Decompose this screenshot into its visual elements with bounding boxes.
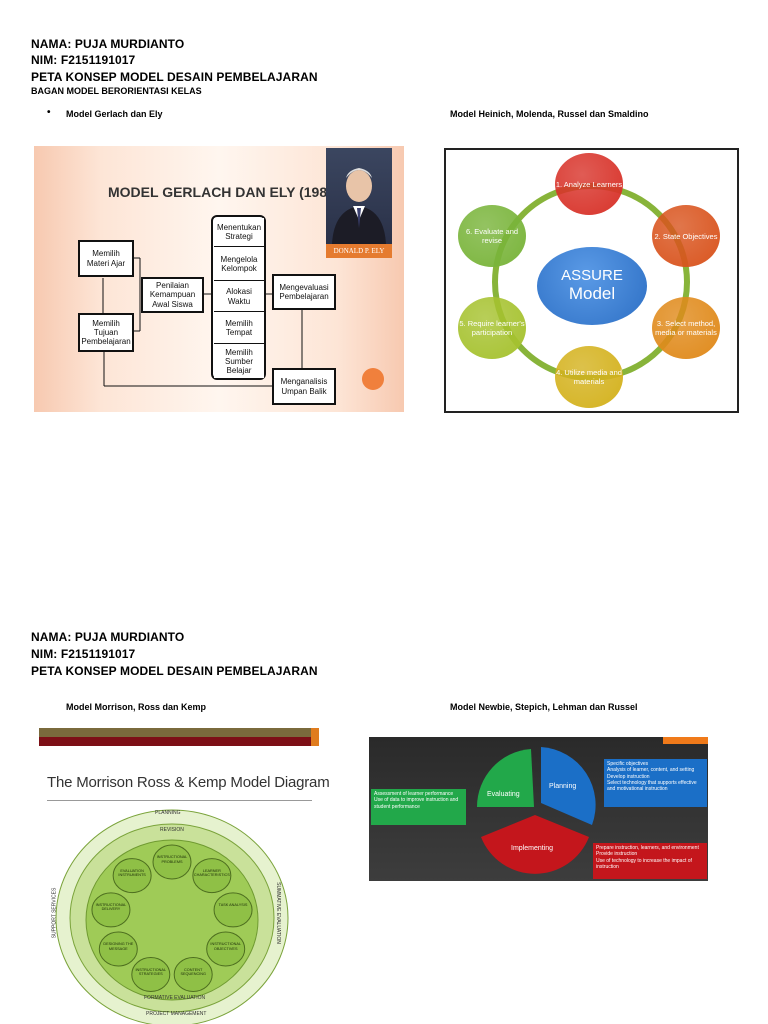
label-planning: PLANNING: [155, 810, 181, 816]
box-memilih-materi: Memilih Materi Ajar: [78, 240, 134, 277]
label-revision: REVISION: [160, 827, 184, 833]
page-title-2: PETA KONSEP MODEL DESAIN PEMBELAJARAN: [31, 664, 318, 678]
assure-center: ASSURE Model: [537, 247, 647, 325]
student-name-2: NAMA: PUJA MURDIANTO: [31, 630, 185, 644]
label-support: SUPPORT SERVICES: [51, 887, 58, 939]
box-sumber: Memilih Sumber Belajar: [214, 345, 264, 378]
gerlach-title: MODEL GERLACH DAN ELY (1980): [108, 184, 340, 200]
impl-note-1: Prepare instruction, learners, and envir…: [596, 845, 699, 851]
newbie-cycle: [476, 747, 596, 874]
newbie-accent-bar: [663, 737, 708, 744]
morrison-title: The Morrison Ross & Kemp Model Diagram: [47, 774, 330, 791]
donald-ely-photo: [326, 148, 392, 244]
student-name: NAMA: PUJA MURDIANTO: [31, 37, 185, 51]
morrison-node-label: INSTRUCTIONAL OBJECTIVES: [210, 942, 241, 951]
caption-morrison: Model Morrison, Ross dan Kemp: [66, 702, 207, 712]
morrison-node-label: EVALUATION INSTRUMENTS: [118, 868, 146, 878]
morrison-node-label: CONTENT SEQUENCING: [180, 967, 206, 977]
ely-name-label: DONALD P. ELY: [326, 244, 392, 258]
impl-note-2: Provide instruction: [596, 851, 638, 858]
assure-step-1: 1. Analyze Learners: [555, 153, 623, 215]
morrison-node-circle: [112, 858, 152, 894]
assure-step-2: 2. State Objectives: [652, 205, 720, 267]
newbie-evaluating: Evaluating: [487, 791, 520, 798]
morrison-node-circle: [173, 957, 213, 993]
morrison-header-bar-top: [39, 728, 319, 737]
morrison-node-circle: [98, 931, 138, 967]
box-penilaian: Penilaian Kemampuan Awal Siswa: [141, 277, 204, 313]
caption-assure: Model Heinich, Molenda, Russel dan Smald…: [450, 109, 649, 119]
newbie-implementing: Implementing: [511, 845, 554, 852]
gerlach-ely-diagram: MODEL GERLACH DAN ELY (1980) DONALD P. E…: [34, 146, 404, 412]
impl-note-3: Use of technology to increase the impact…: [596, 857, 692, 870]
plan-note-2: Analysis of learner, content, and settin…: [607, 767, 695, 774]
morrison-diagram: [55, 809, 289, 1024]
newbie-planning-notes: Specific objectives Analysis of learner,…: [604, 759, 707, 807]
box-strategi: Menentukan Strategi: [214, 218, 264, 247]
caption-newbie: Model Newbie, Stepich, Lehman dan Russel: [450, 702, 638, 712]
student-nim-2: NIM: F2151191017: [31, 647, 136, 661]
morrison-node-circle: [131, 957, 171, 993]
morrison-node-label: DESIGNING THE MESSAGE: [103, 942, 134, 951]
assure-step-3: 3. Select method, media or materials: [652, 297, 720, 359]
morrison-node-circle: [206, 931, 246, 967]
eval-note-1: Assessment of learner performance: [374, 791, 454, 797]
box-waktu: Alokasi Waktu: [214, 282, 264, 312]
morrison-node-label: LEARNER CHARACTERISTICS: [193, 868, 230, 878]
assure-step-5: 5. Require learner's participation: [458, 297, 526, 359]
morrison-node-circle: [213, 892, 253, 928]
box-tempat: Memilih Tempat: [214, 313, 264, 344]
morrison-title-rule: [47, 800, 312, 801]
morrison-node-label: TASK ANALYSIS: [218, 902, 248, 907]
assure-step-6: 6. Evaluate and revise: [458, 205, 526, 267]
assure-center-line1: ASSURE: [561, 267, 623, 285]
label-project: PROJECT MANAGEMENT: [146, 1011, 207, 1017]
caption-gerlach: Model Gerlach dan Ely: [66, 109, 163, 119]
morrison-header-accent: [311, 728, 319, 746]
plan-note-1: Specific objectives: [607, 761, 649, 767]
morrison-header-bar-bottom: [39, 737, 319, 746]
label-formative: FORMATIVE EVALUATION: [144, 995, 206, 1001]
bullet-dot: •: [47, 107, 51, 118]
morrison-node-circle: [192, 858, 232, 894]
newbie-implementing-notes: Prepare instruction, learners, and envir…: [593, 843, 707, 879]
page-title: PETA KONSEP MODEL DESAIN PEMBELAJARAN: [31, 70, 318, 84]
box-memilih-tujuan: Memilih Tujuan Pembelajaran: [78, 313, 134, 352]
plan-note-4: Select technology that supports effectiv…: [607, 779, 697, 792]
morrison-node-label: INSTRUCTIONAL STRATEGIES: [135, 967, 167, 977]
morrison-node-label: INSTRUCTIONAL DELIVERY: [95, 902, 127, 912]
label-summative: SUMMATIVE EVALUATION: [274, 882, 281, 944]
box-evaluasi: Mengevaluasi Pembelajaran: [272, 274, 336, 310]
assure-center-line2: Model: [568, 283, 616, 303]
assure-step-4: 4. Utilize media and materials: [555, 346, 623, 408]
box-kelompok: Mengelola Kelompok: [214, 248, 264, 281]
plan-note-3: Develop instruction: [607, 773, 650, 780]
section-subtitle: BAGAN MODEL BERORIENTASI KELAS: [31, 86, 202, 96]
assure-diagram: ASSURE Model 1. Analyze Learners 2. Stat…: [444, 148, 739, 413]
newbie-planning: Planning: [549, 783, 577, 790]
newbie-evaluating-notes: Assessment of learner performance Use of…: [371, 789, 466, 825]
morrison-node-circle: [91, 892, 131, 928]
eval-note-2: Use of data to improve instruction and s…: [374, 797, 459, 810]
box-umpan-balik: Menganalisis Umpan Balik: [272, 368, 336, 405]
morrison-node-circle: [152, 844, 192, 880]
student-nim: NIM: F2151191017: [31, 53, 136, 67]
newbie-diagram: Evaluating Planning Implementing Assessm…: [369, 737, 708, 881]
morrison-node-label: INSTRUCTIONAL PROBLEMS: [156, 855, 188, 864]
